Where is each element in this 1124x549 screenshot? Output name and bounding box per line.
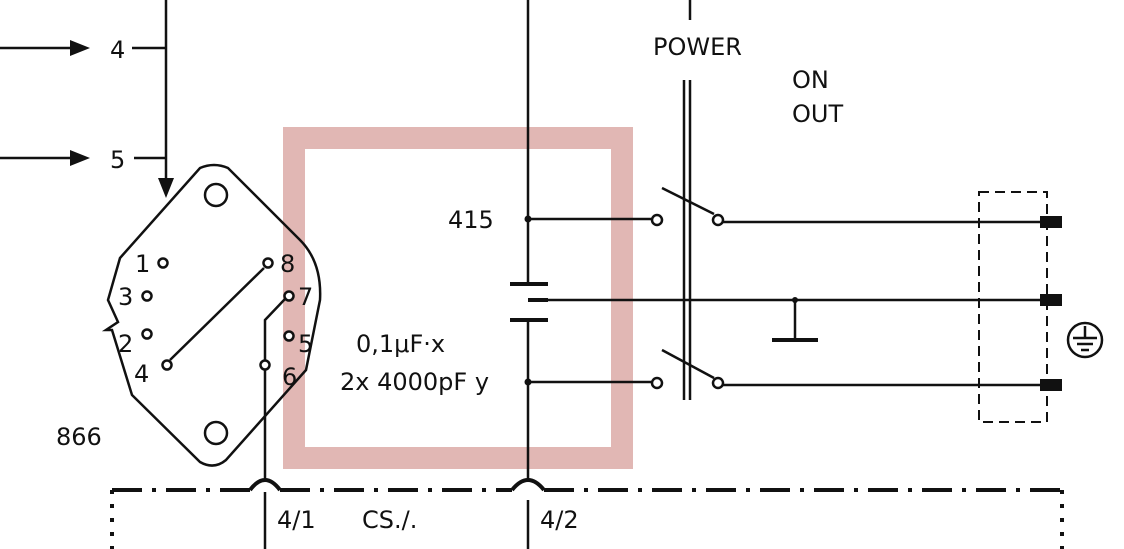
protective-earth-icon	[1066, 321, 1104, 359]
pin-1-label: 1	[135, 250, 150, 278]
node-415-label: 415	[448, 206, 494, 234]
power-label: POWER	[653, 33, 742, 61]
connector-4-2-label: 4/2	[540, 506, 579, 534]
highlight-box	[283, 127, 633, 469]
capacitor-stack	[510, 282, 548, 322]
cap-y-label: 2x 4000pF y	[340, 368, 489, 396]
cap-x-label: 0,1μF·x	[356, 330, 445, 358]
input-arrow-4	[0, 40, 166, 56]
cs-label: CS./.	[362, 506, 417, 534]
mains-connector	[978, 191, 1062, 423]
pin-2-label: 2	[118, 330, 133, 358]
input-arrow-5	[0, 150, 166, 166]
pin-6-label: 6	[282, 363, 297, 391]
pin-7-label: 7	[298, 283, 313, 311]
board-outline	[110, 478, 1064, 549]
pin-8-label: 8	[280, 250, 295, 278]
rotary-switch-866	[101, 163, 322, 482]
on-label: ON	[792, 66, 829, 94]
power-switch	[650, 0, 725, 400]
pin-3-label: 3	[118, 283, 133, 311]
input-4-label: 4	[110, 36, 125, 64]
connector-4-1-label: 4/1	[277, 506, 316, 534]
out-label: OUT	[792, 100, 843, 128]
pin-4-label: 4	[134, 360, 149, 388]
switch-feed-arrow	[158, 178, 174, 198]
input-5-label: 5	[110, 146, 125, 174]
pin-5-label: 5	[298, 330, 313, 358]
part-866-label: 866	[56, 423, 102, 451]
